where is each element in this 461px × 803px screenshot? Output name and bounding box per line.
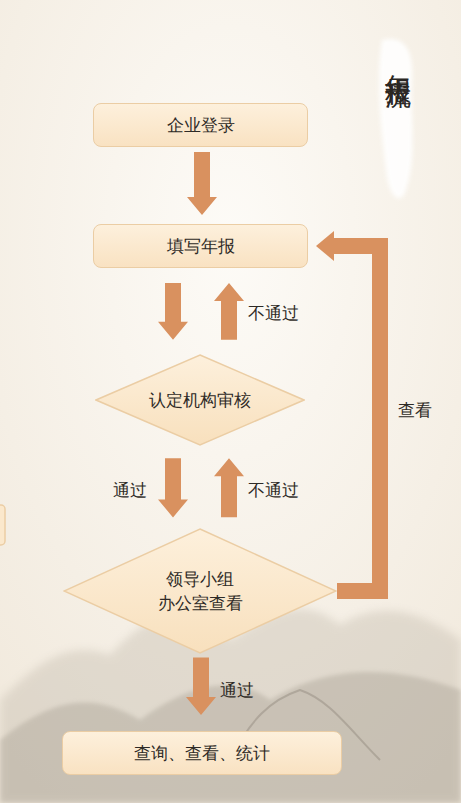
node-label: 填写年报 [167,234,235,258]
vertical-title: 年报流程 [381,54,416,66]
edge-label: 查看 [398,399,432,421]
node-text-group: 查询、查看、统计 [134,741,270,765]
node-text-group: 企业登录 [167,113,235,137]
flow-arrow [158,283,188,340]
edge-label: 不通过 [248,302,299,324]
flow-arrow [316,231,380,591]
decision-diamond: 认定机构审核 [95,354,305,446]
flow-arrow [158,458,188,517]
node-label: 查询、查看、统计 [134,741,270,765]
process-box: 企业登录 [93,103,308,147]
edge-label: 通过 [220,679,254,701]
diamond-outline [63,528,337,654]
node-label: 领导小组 办公室查看 [150,567,250,615]
edge-label: 不通过 [248,479,299,501]
edge-label: 通过 [113,479,147,501]
node-text-group: 填写年报 [167,234,235,258]
decision-diamond: 领导小组 办公室查看 [63,528,337,654]
flow-arrow [214,458,244,517]
flow-arrow [187,152,217,215]
node-text-group: 认定机构审核 [125,388,275,412]
node-label: 企业登录 [167,113,235,137]
process-box: 查询、查看、统计 [62,731,342,775]
flow-arrow [214,283,244,340]
node-label: 认定机构审核 [125,388,275,412]
node-text-group: 领导小组 办公室查看 [150,567,250,615]
flow-arrow [186,658,216,715]
process-box: 填写年报 [93,224,308,268]
